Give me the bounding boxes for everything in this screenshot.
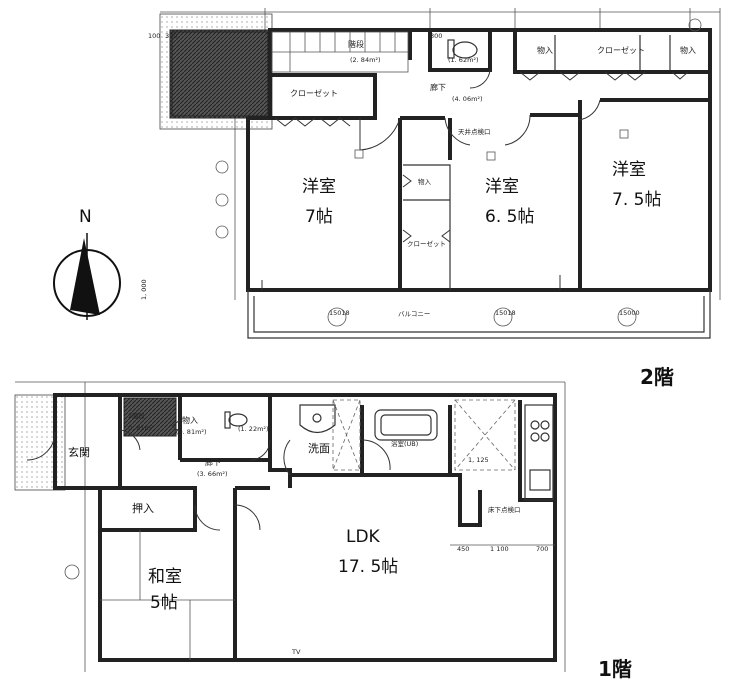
under-stairs-label: 2階段: [128, 411, 146, 420]
tatami-lines: [100, 530, 235, 660]
room-size-east-bedroom: 7. 5帖: [612, 190, 661, 210]
storage-1f-label: 物入: [182, 415, 198, 425]
grid-markers-1f: [64, 564, 80, 580]
tv-label: TV: [291, 648, 301, 656]
wall-closet-west: [248, 73, 377, 120]
toilet-1f-area: (1. 22m²): [238, 425, 269, 433]
porch-area: [14, 394, 66, 491]
attic-hatch-label: 天井点検口: [458, 127, 491, 136]
doors-1f: [26, 419, 391, 531]
toilet-1f: [224, 411, 248, 429]
room-name-east-bedroom: 洋室: [612, 160, 646, 180]
dim-700: 700: [536, 545, 548, 553]
dim-1000: 1, 000: [140, 279, 148, 300]
wall-hall-1f: [235, 395, 292, 490]
kitchen-counter: [524, 404, 554, 501]
grid-marker-text: 15000: [619, 309, 640, 317]
dashed-lines-1f: [332, 399, 516, 471]
grid-marker-text: 15018: [329, 309, 350, 317]
dim-300: 300: [165, 32, 177, 40]
hallway-2f-label: 廊下: [430, 82, 446, 92]
balcony-label: バルコニー: [398, 310, 430, 318]
floor-1-label: 1階: [598, 657, 632, 681]
toilet-2f: [447, 39, 478, 59]
storage-b-label: 物入: [680, 45, 696, 55]
walls-1f-outer: [53, 393, 557, 662]
closet-1f-label: 押入: [132, 501, 154, 515]
storage-a-label: 物入: [537, 45, 553, 55]
stairs-label: 階段: [348, 39, 364, 49]
washroom-label: 洗面: [308, 442, 330, 455]
hallway-1f-label: 廊下: [205, 457, 221, 467]
under-stairs-area: 0. 81m²: [128, 424, 154, 432]
entrance-label: 玄関: [68, 445, 90, 459]
dim-450: 450: [457, 545, 469, 553]
closet-east-dividers: [554, 35, 671, 70]
sensor-markers-2f: [354, 129, 629, 161]
hallway-1f-area: (3. 66m²): [197, 470, 228, 478]
bathroom-label: 浴室(UB): [391, 439, 418, 448]
grid-marker-text: 15018: [495, 309, 516, 317]
storage-c-label: 物入: [418, 177, 432, 186]
wash-basin: [299, 404, 336, 434]
floor-hatch-label: 床下点検口: [488, 505, 521, 514]
closet-center-label: クローゼット: [407, 239, 446, 248]
floor-2-plan: 15018 15018 15000 洋室 7帖 洋室 6. 5帖 洋室 7. 5…: [140, 8, 721, 339]
wall-hall-south: [400, 98, 710, 120]
stairs-area: (2. 84m²): [350, 56, 381, 64]
storage-1f-area: (0. 81m²): [176, 428, 207, 436]
dim-100: 100: [148, 32, 160, 40]
wall-toilet: [428, 30, 492, 72]
room-size-west-bedroom: 7帖: [305, 207, 333, 227]
balcony-inner: [253, 296, 705, 333]
wall-storage: [178, 395, 270, 462]
north-compass: N: [53, 207, 121, 320]
dim-1125: 1, 125: [468, 456, 489, 464]
room-name-west-bedroom: 洋室: [302, 177, 336, 197]
room-size-japanese: 5帖: [150, 593, 178, 613]
staircase-2f: [271, 31, 409, 73]
floor-2-label: 2階: [640, 365, 674, 389]
closet-east-label: クローゼット: [597, 45, 645, 55]
grid-markers-2f: [215, 18, 702, 327]
floor-1-plan: LDK 17. 5帖 和室 5帖 玄関 洗面 浴室(UB) 廊下 (3. 66m…: [14, 381, 566, 672]
room-name-center-bedroom: 洋室: [485, 177, 519, 197]
compass-north-label: N: [79, 207, 92, 227]
doors-2f: [261, 69, 689, 290]
dim-300b: 300: [430, 32, 442, 40]
room-size-center-bedroom: 6. 5帖: [485, 207, 534, 227]
dim-1100: 1 100: [490, 545, 509, 553]
closet-center-outline: [403, 164, 451, 290]
under-stairs-storage: [123, 397, 177, 437]
closet-west-label: クローゼット: [290, 88, 338, 98]
toilet-2f-area: (1. 62m²): [448, 56, 479, 64]
room-name-ldk: LDK: [346, 527, 381, 547]
hallway-2f-area: (4. 06m²): [452, 95, 483, 103]
void-area: [171, 31, 269, 117]
wall-kitchen-stub: [450, 473, 482, 527]
room-name-japanese: 和室: [148, 567, 182, 587]
bathtub: [374, 409, 438, 441]
grid-lines-2f: [160, 8, 721, 300]
grid-lines-1f: [15, 381, 566, 672]
room-size-ldk: 17. 5帖: [338, 557, 398, 577]
balcony-outline: [247, 290, 711, 339]
